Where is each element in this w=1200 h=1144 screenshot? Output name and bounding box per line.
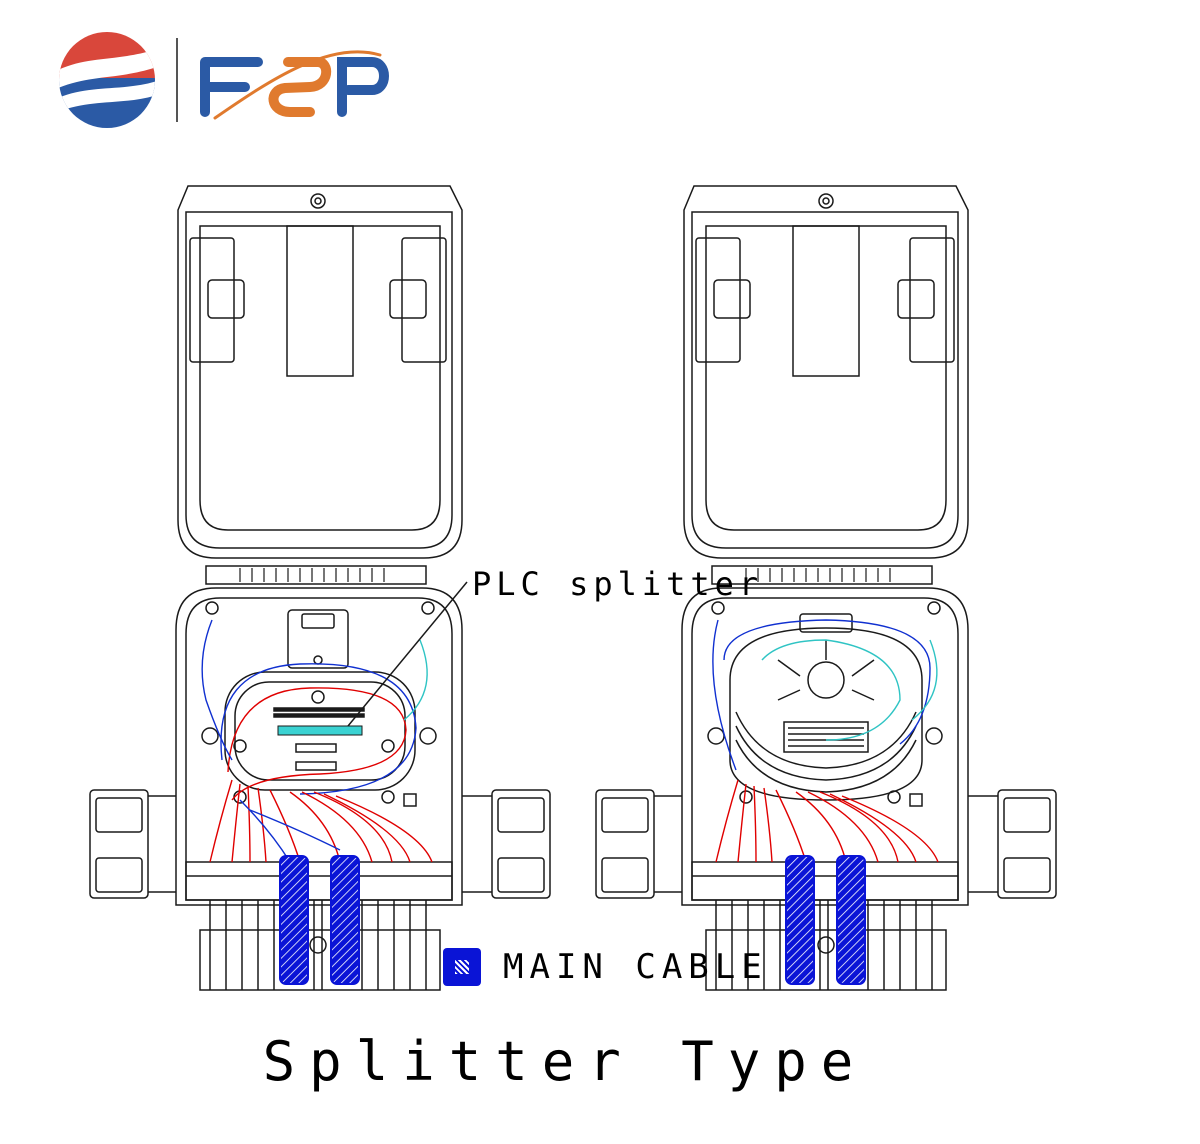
figure-caption: Splitter Type xyxy=(262,1030,868,1093)
fibers-left xyxy=(201,619,433,863)
main-cable-swatch-icon xyxy=(443,948,481,986)
main-cable-label: MAIN CABLE xyxy=(503,947,768,987)
logo xyxy=(59,32,389,128)
plc-splitter-leader xyxy=(347,581,468,727)
main-cable-right-1 xyxy=(785,855,815,985)
logo-wordmark-icon xyxy=(200,50,389,120)
main-cable-left-1 xyxy=(279,855,309,985)
enclosure-right xyxy=(595,185,1057,991)
fibers-right xyxy=(712,619,939,863)
plc-splitter-left xyxy=(277,725,363,736)
logo-swirl-icon xyxy=(59,32,155,128)
main-cable-left-2 xyxy=(330,855,360,985)
enclosure-left xyxy=(89,185,551,991)
plc-splitter-label: PLC splitter xyxy=(472,565,764,603)
main-cable-legend: MAIN CABLE xyxy=(443,947,768,987)
main-cable-right-2 xyxy=(836,855,866,985)
